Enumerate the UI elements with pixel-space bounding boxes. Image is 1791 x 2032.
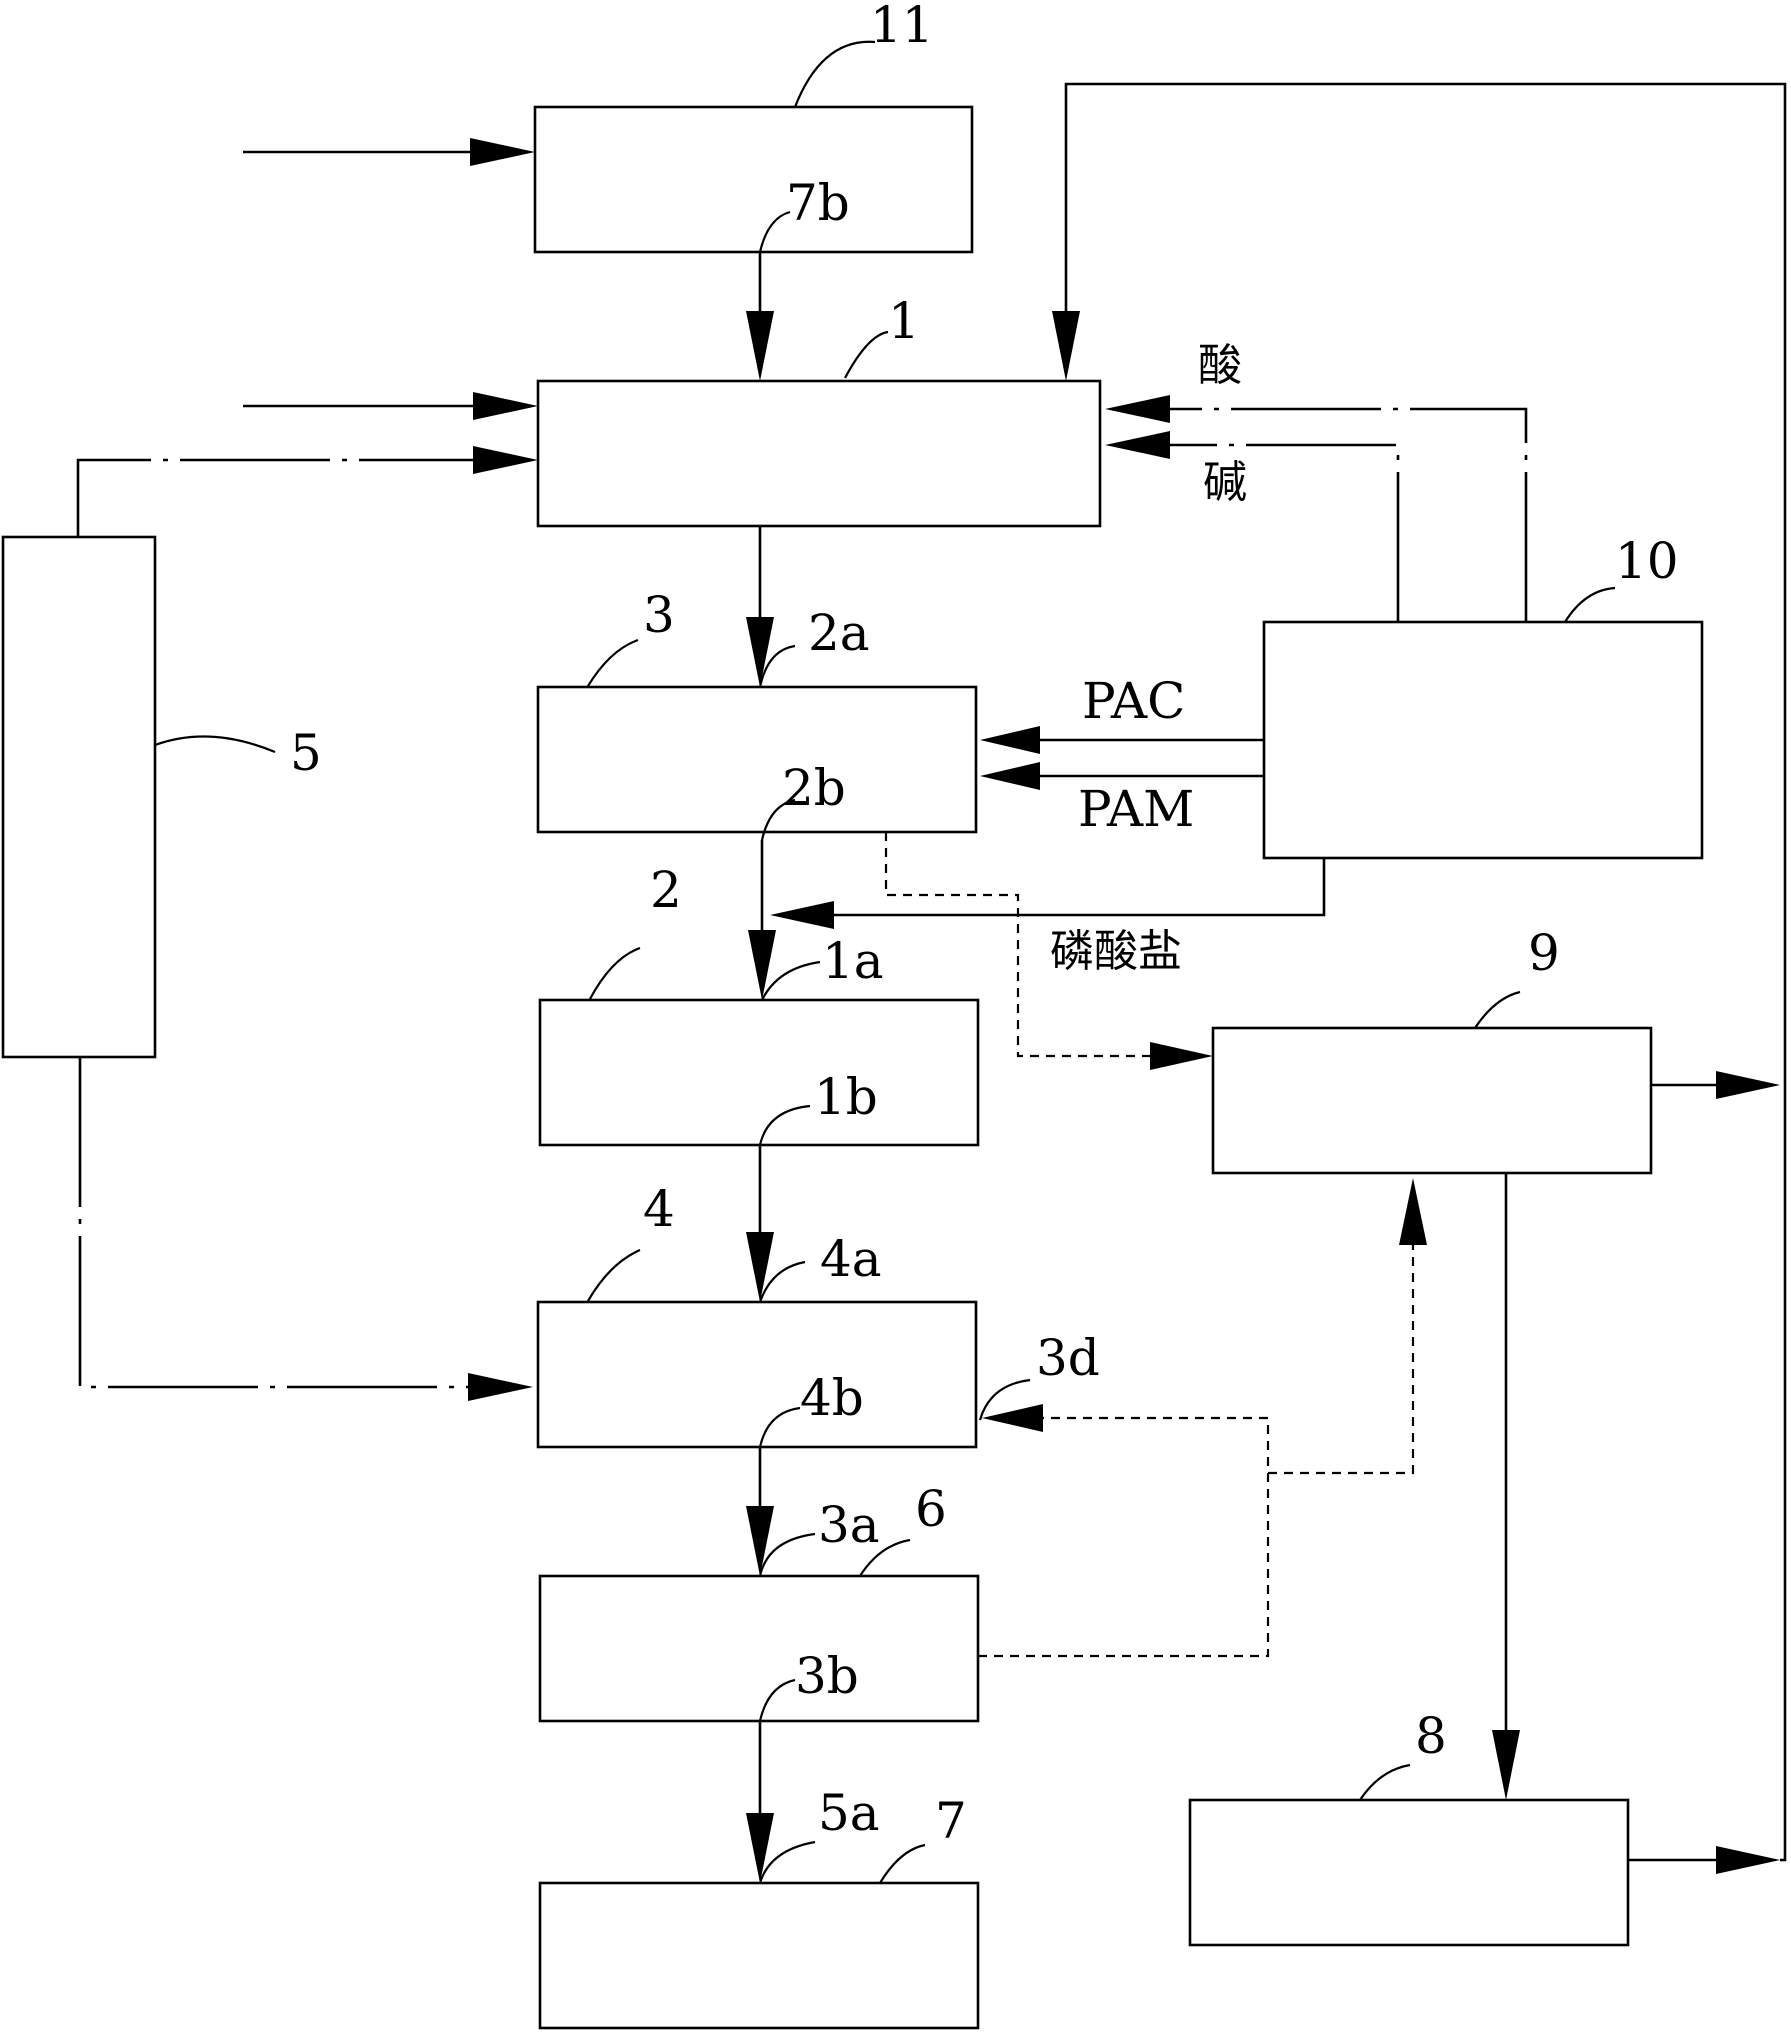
arrow-head-icon (1052, 311, 1080, 381)
phosphate-feed-line (822, 858, 1326, 917)
leader-4 (587, 1248, 641, 1302)
unit-2-label: 2 (650, 861, 682, 919)
unit-11-label: 11 (870, 0, 934, 54)
arrow-head-icon (1399, 1178, 1427, 1245)
arrow-head-icon (746, 1506, 774, 1576)
port-1a-label: 1a (822, 932, 884, 990)
alkali-feed-line (1170, 443, 1400, 622)
flow-5-to-4 (78, 1057, 468, 1389)
arrow-head-icon (473, 392, 538, 420)
port-2a-label: 2a (808, 604, 870, 662)
alkali-label: 碱 (1203, 457, 1247, 508)
leader-4a (758, 1260, 806, 1303)
unit-5-box (1, 535, 157, 1059)
leader-7 (879, 1843, 926, 1884)
port-2b-label: 2b (782, 759, 846, 817)
leader-1 (844, 330, 889, 379)
flow-3-to-9 (884, 832, 1150, 1058)
leader-3a (758, 1532, 816, 1577)
arrow-head-icon (1105, 431, 1170, 459)
port-3b-label: 3b (795, 1647, 859, 1705)
leader-5 (154, 735, 276, 754)
port-7b-label: 7b (786, 174, 850, 232)
arrow-head-icon (982, 1404, 1043, 1432)
leader-3b (758, 1678, 796, 1722)
pac-label: PAC (1082, 672, 1185, 730)
flow-6-to-9 (1268, 1245, 1415, 1475)
port-1b-label: 1b (814, 1068, 878, 1126)
acid-feed-line (1170, 407, 1528, 622)
unit-4-box (536, 1300, 978, 1449)
unit-8-box (1188, 1798, 1630, 1947)
arrow-head-icon (746, 311, 774, 381)
leader-6 (859, 1538, 911, 1577)
leader-4b (758, 1406, 801, 1448)
acid-label: 酸 (1198, 340, 1242, 391)
arrow-head-icon (770, 901, 834, 929)
unit-5-label: 5 (290, 724, 322, 782)
leader-9 (1474, 990, 1521, 1029)
unit-6-label: 6 (915, 1480, 947, 1538)
leader-1a (761, 960, 821, 1001)
unit-6-box (538, 1574, 980, 1723)
arrow-head-icon (470, 138, 535, 166)
leader-2a (758, 644, 796, 688)
port-3a-label: 3a (818, 1496, 880, 1554)
unit-2-box (538, 998, 980, 1147)
arrow-head-icon (980, 762, 1040, 790)
flow-5-to-1 (76, 458, 473, 537)
unit-4-label: 4 (643, 1180, 675, 1238)
unit-3-box (536, 685, 978, 834)
unit-8-label: 8 (1415, 1707, 1447, 1765)
arrow-head-icon (746, 1813, 774, 1883)
port-5a-label: 5a (818, 1784, 880, 1842)
leader-10 (1564, 586, 1616, 623)
port-4b-label: 4b (800, 1369, 864, 1427)
leader-1b (758, 1104, 811, 1146)
recycle-line-8-to-1 (1064, 82, 1787, 1862)
unit-1-label: 1 (888, 292, 920, 350)
arrow-head-icon (473, 446, 538, 474)
leader-7b (758, 210, 791, 253)
unit-7-label: 7 (935, 1792, 967, 1850)
leader-3d (978, 1378, 1031, 1421)
port-4a-label: 4a (820, 1230, 882, 1288)
unit-11-box (533, 105, 974, 254)
leader-8 (1359, 1763, 1411, 1801)
leader-11 (793, 40, 876, 108)
flow-6-to-4 (978, 1416, 1270, 1658)
arrow-head-icon (746, 617, 774, 687)
unit-9-box (1211, 1026, 1653, 1175)
unit-10-label: 10 (1615, 532, 1679, 590)
unit-7-box (538, 1881, 980, 2030)
arrow-head-icon (1716, 1071, 1780, 1099)
arrow-head-icon (1492, 1730, 1520, 1800)
arrow-head-icon (1150, 1042, 1213, 1070)
arrow-head-icon (468, 1373, 533, 1401)
arrow-head-icon (1105, 395, 1170, 423)
port-3d-label: 3d (1036, 1329, 1100, 1387)
arrow-head-icon (746, 1232, 774, 1302)
arrow-head-icon (980, 726, 1040, 754)
leader-2b (760, 798, 796, 841)
arrow-head-icon (748, 930, 776, 1000)
leader-2 (589, 946, 641, 1000)
leader-3 (587, 638, 639, 687)
leader-5a (758, 1840, 816, 1884)
unit-1-box (536, 379, 1102, 528)
unit-9-label: 9 (1528, 924, 1560, 982)
unit-10-box (1262, 620, 1704, 860)
unit-3-label: 3 (643, 586, 675, 644)
phosphate-label: 磷酸盐 (1050, 926, 1182, 977)
pam-label: PAM (1078, 780, 1194, 838)
arrow-head-icon (1716, 1846, 1780, 1874)
